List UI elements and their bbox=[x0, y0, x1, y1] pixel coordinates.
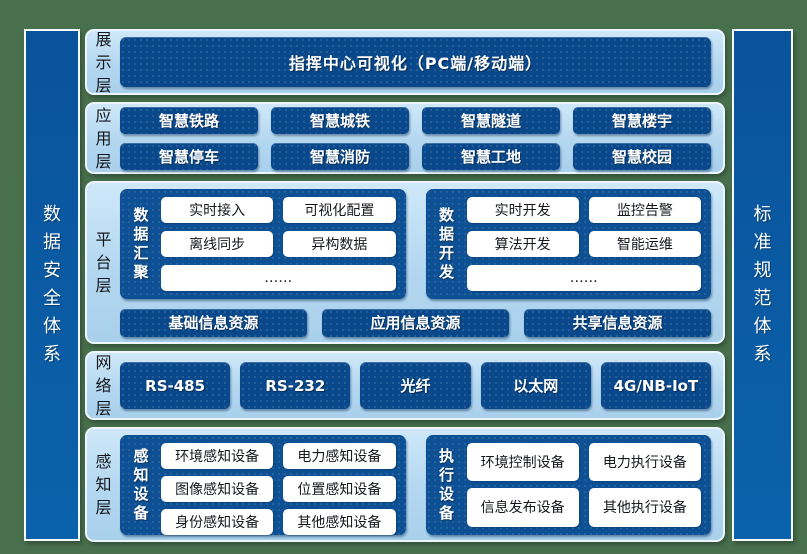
platform-item: 实时开发 bbox=[466, 196, 579, 223]
pillar-standards: 标准规范体系 bbox=[732, 29, 793, 541]
application-item: 智慧消防 bbox=[271, 142, 409, 170]
resource-bar: 基础信息资源 bbox=[120, 308, 307, 337]
group-data-development: 数据开发 实时开发 监控告警 算法开发 智能运维 …… bbox=[425, 188, 711, 299]
aggregation-row-3: …… bbox=[161, 264, 396, 291]
group-actuator-devices: 执行设备 环境控制设备 电力执行设备 信息发布设备 其他执行设备 bbox=[425, 434, 711, 535]
layer-platform-label-wrap: 平台层 bbox=[87, 228, 120, 297]
layer-perception-label-wrap: 感知层 bbox=[87, 450, 120, 519]
perception-item: 电力感知设备 bbox=[283, 442, 396, 469]
layer-platform-content: 数据汇聚 实时接入 可视化配置 离线同步 异构数据 …… bbox=[120, 188, 711, 337]
perception-item: 信息发布设备 bbox=[466, 488, 579, 527]
layer-network-label-wrap: 网络层 bbox=[87, 351, 120, 420]
platform-item: 离线同步 bbox=[161, 230, 274, 257]
sensing-row-2: 图像感知设备 位置感知设备 bbox=[161, 475, 396, 502]
layer-application-label: 应用层 bbox=[95, 105, 112, 171]
layer-network-content: RS-485 RS-232 光纤 以太网 4G/NB-IoT bbox=[120, 362, 712, 409]
application-row-2: 智慧停车 智慧消防 智慧工地 智慧校园 bbox=[120, 142, 711, 170]
platform-item: 异构数据 bbox=[283, 230, 396, 257]
layer-display-label: 展示层 bbox=[95, 29, 112, 95]
platform-item: 算法开发 bbox=[466, 230, 579, 257]
application-item: 智慧停车 bbox=[120, 142, 258, 170]
layer-application-content: 智慧铁路 智慧城铁 智慧隧道 智慧楼宇 智慧停车 智慧消防 智慧工地 智慧校园 bbox=[120, 106, 711, 170]
platform-item-more: …… bbox=[161, 264, 396, 291]
command-center-box: 指挥中心可视化（PC端/移动端） bbox=[120, 37, 711, 87]
group-actuator-devices-label-wrap: 执行设备 bbox=[436, 443, 458, 527]
layer-network-label: 网络层 bbox=[95, 353, 112, 418]
resource-bar: 应用信息资源 bbox=[322, 308, 509, 337]
platform-resources: 基础信息资源 应用信息资源 共享信息资源 bbox=[120, 308, 711, 337]
layer-display: 展示层 指挥中心可视化（PC端/移动端） bbox=[85, 29, 725, 95]
perception-item: 其他执行设备 bbox=[588, 488, 701, 527]
group-sensing-devices: 感知设备 环境感知设备 电力感知设备 图像感知设备 位置感知设备 身份感知设备 … bbox=[120, 434, 406, 535]
platform-item-more: …… bbox=[466, 264, 701, 291]
perception-item: 图像感知设备 bbox=[161, 475, 274, 502]
layer-display-label-wrap: 展示层 bbox=[87, 28, 120, 97]
layer-network: 网络层 RS-485 RS-232 光纤 以太网 4G/NB-IoT bbox=[85, 351, 725, 420]
group-data-aggregation-label: 数据汇聚 bbox=[133, 205, 149, 281]
application-row-1: 智慧铁路 智慧城铁 智慧隧道 智慧楼宇 bbox=[120, 106, 711, 134]
pillar-standards-label: 标准规范体系 bbox=[753, 204, 772, 365]
pillar-data-security-label: 数据安全体系 bbox=[43, 204, 61, 365]
platform-groups: 数据汇聚 实时接入 可视化配置 离线同步 异构数据 …… bbox=[120, 188, 711, 299]
sensing-row-1: 环境感知设备 电力感知设备 bbox=[161, 442, 396, 469]
layer-platform-label: 平台层 bbox=[95, 230, 112, 295]
layer-application-label-wrap: 应用层 bbox=[87, 104, 120, 173]
layer-perception-content: 感知设备 环境感知设备 电力感知设备 图像感知设备 位置感知设备 身份感知设备 … bbox=[120, 434, 711, 535]
platform-item: 智能运维 bbox=[588, 230, 701, 257]
sensing-row-3: 身份感知设备 其他感知设备 bbox=[161, 508, 396, 535]
group-data-development-label: 数据开发 bbox=[438, 205, 454, 281]
platform-item: 监控告警 bbox=[588, 196, 701, 223]
group-sensing-devices-label-wrap: 感知设备 bbox=[130, 443, 152, 527]
application-item: 智慧城铁 bbox=[271, 106, 409, 134]
layer-perception-label: 感知层 bbox=[95, 452, 112, 517]
layer-display-content: 指挥中心可视化（PC端/移动端） bbox=[120, 37, 711, 87]
pillar-data-security: 数据安全体系 bbox=[24, 29, 80, 541]
aggregation-row-2: 离线同步 异构数据 bbox=[161, 230, 396, 257]
perception-item: 环境感知设备 bbox=[161, 442, 274, 469]
network-item: RS-232 bbox=[240, 362, 351, 409]
group-data-development-grid: 实时开发 监控告警 算法开发 智能运维 …… bbox=[466, 196, 701, 291]
development-row-1: 实时开发 监控告警 bbox=[466, 196, 701, 223]
layer-perception: 感知层 感知设备 环境感知设备 电力感知设备 图像感知设备 位置感知设备 bbox=[85, 427, 725, 542]
application-item: 智慧楼宇 bbox=[573, 106, 711, 134]
resource-bar: 共享信息资源 bbox=[524, 308, 711, 337]
perception-item: 身份感知设备 bbox=[161, 508, 274, 535]
network-item: 光纤 bbox=[360, 362, 471, 409]
group-data-aggregation-grid: 实时接入 可视化配置 离线同步 异构数据 …… bbox=[161, 196, 396, 291]
layer-platform: 平台层 数据汇聚 实时接入 可视化配置 离线同步 异构数据 bbox=[85, 181, 725, 344]
network-item: 4G/NB-IoT bbox=[600, 362, 712, 409]
development-row-3: …… bbox=[466, 264, 701, 291]
layer-application: 应用层 智慧铁路 智慧城铁 智慧隧道 智慧楼宇 智慧停车 智慧消防 智慧工地 智… bbox=[85, 102, 725, 174]
application-item: 智慧工地 bbox=[422, 142, 560, 170]
application-item: 智慧隧道 bbox=[422, 106, 560, 134]
platform-item: 实时接入 bbox=[161, 196, 274, 223]
perception-item: 其他感知设备 bbox=[283, 508, 396, 535]
group-sensing-devices-label: 感知设备 bbox=[133, 446, 149, 522]
group-sensing-devices-grid: 环境感知设备 电力感知设备 图像感知设备 位置感知设备 身份感知设备 其他感知设… bbox=[161, 442, 396, 535]
perception-item: 环境控制设备 bbox=[466, 442, 579, 481]
perception-item: 电力执行设备 bbox=[588, 442, 701, 481]
actuator-row-1: 环境控制设备 电力执行设备 bbox=[466, 442, 701, 481]
development-row-2: 算法开发 智能运维 bbox=[466, 230, 701, 257]
platform-item: 可视化配置 bbox=[283, 196, 396, 223]
perception-item: 位置感知设备 bbox=[283, 475, 396, 502]
application-item: 智慧铁路 bbox=[120, 106, 258, 134]
group-data-development-label-wrap: 数据开发 bbox=[436, 197, 458, 291]
network-item: 以太网 bbox=[480, 362, 591, 409]
architecture-stack: 展示层 指挥中心可视化（PC端/移动端） 应用层 智慧铁路 智慧城铁 智慧隧道 … bbox=[85, 29, 725, 542]
actuator-row-2: 信息发布设备 其他执行设备 bbox=[466, 488, 701, 527]
group-actuator-devices-grid: 环境控制设备 电力执行设备 信息发布设备 其他执行设备 bbox=[466, 442, 701, 527]
group-data-aggregation-label-wrap: 数据汇聚 bbox=[130, 197, 152, 291]
group-actuator-devices-label: 执行设备 bbox=[438, 446, 454, 522]
application-item: 智慧校园 bbox=[573, 142, 711, 170]
network-item: RS-485 bbox=[120, 362, 231, 409]
aggregation-row-1: 实时接入 可视化配置 bbox=[161, 196, 396, 223]
group-data-aggregation: 数据汇聚 实时接入 可视化配置 离线同步 异构数据 …… bbox=[120, 188, 406, 299]
